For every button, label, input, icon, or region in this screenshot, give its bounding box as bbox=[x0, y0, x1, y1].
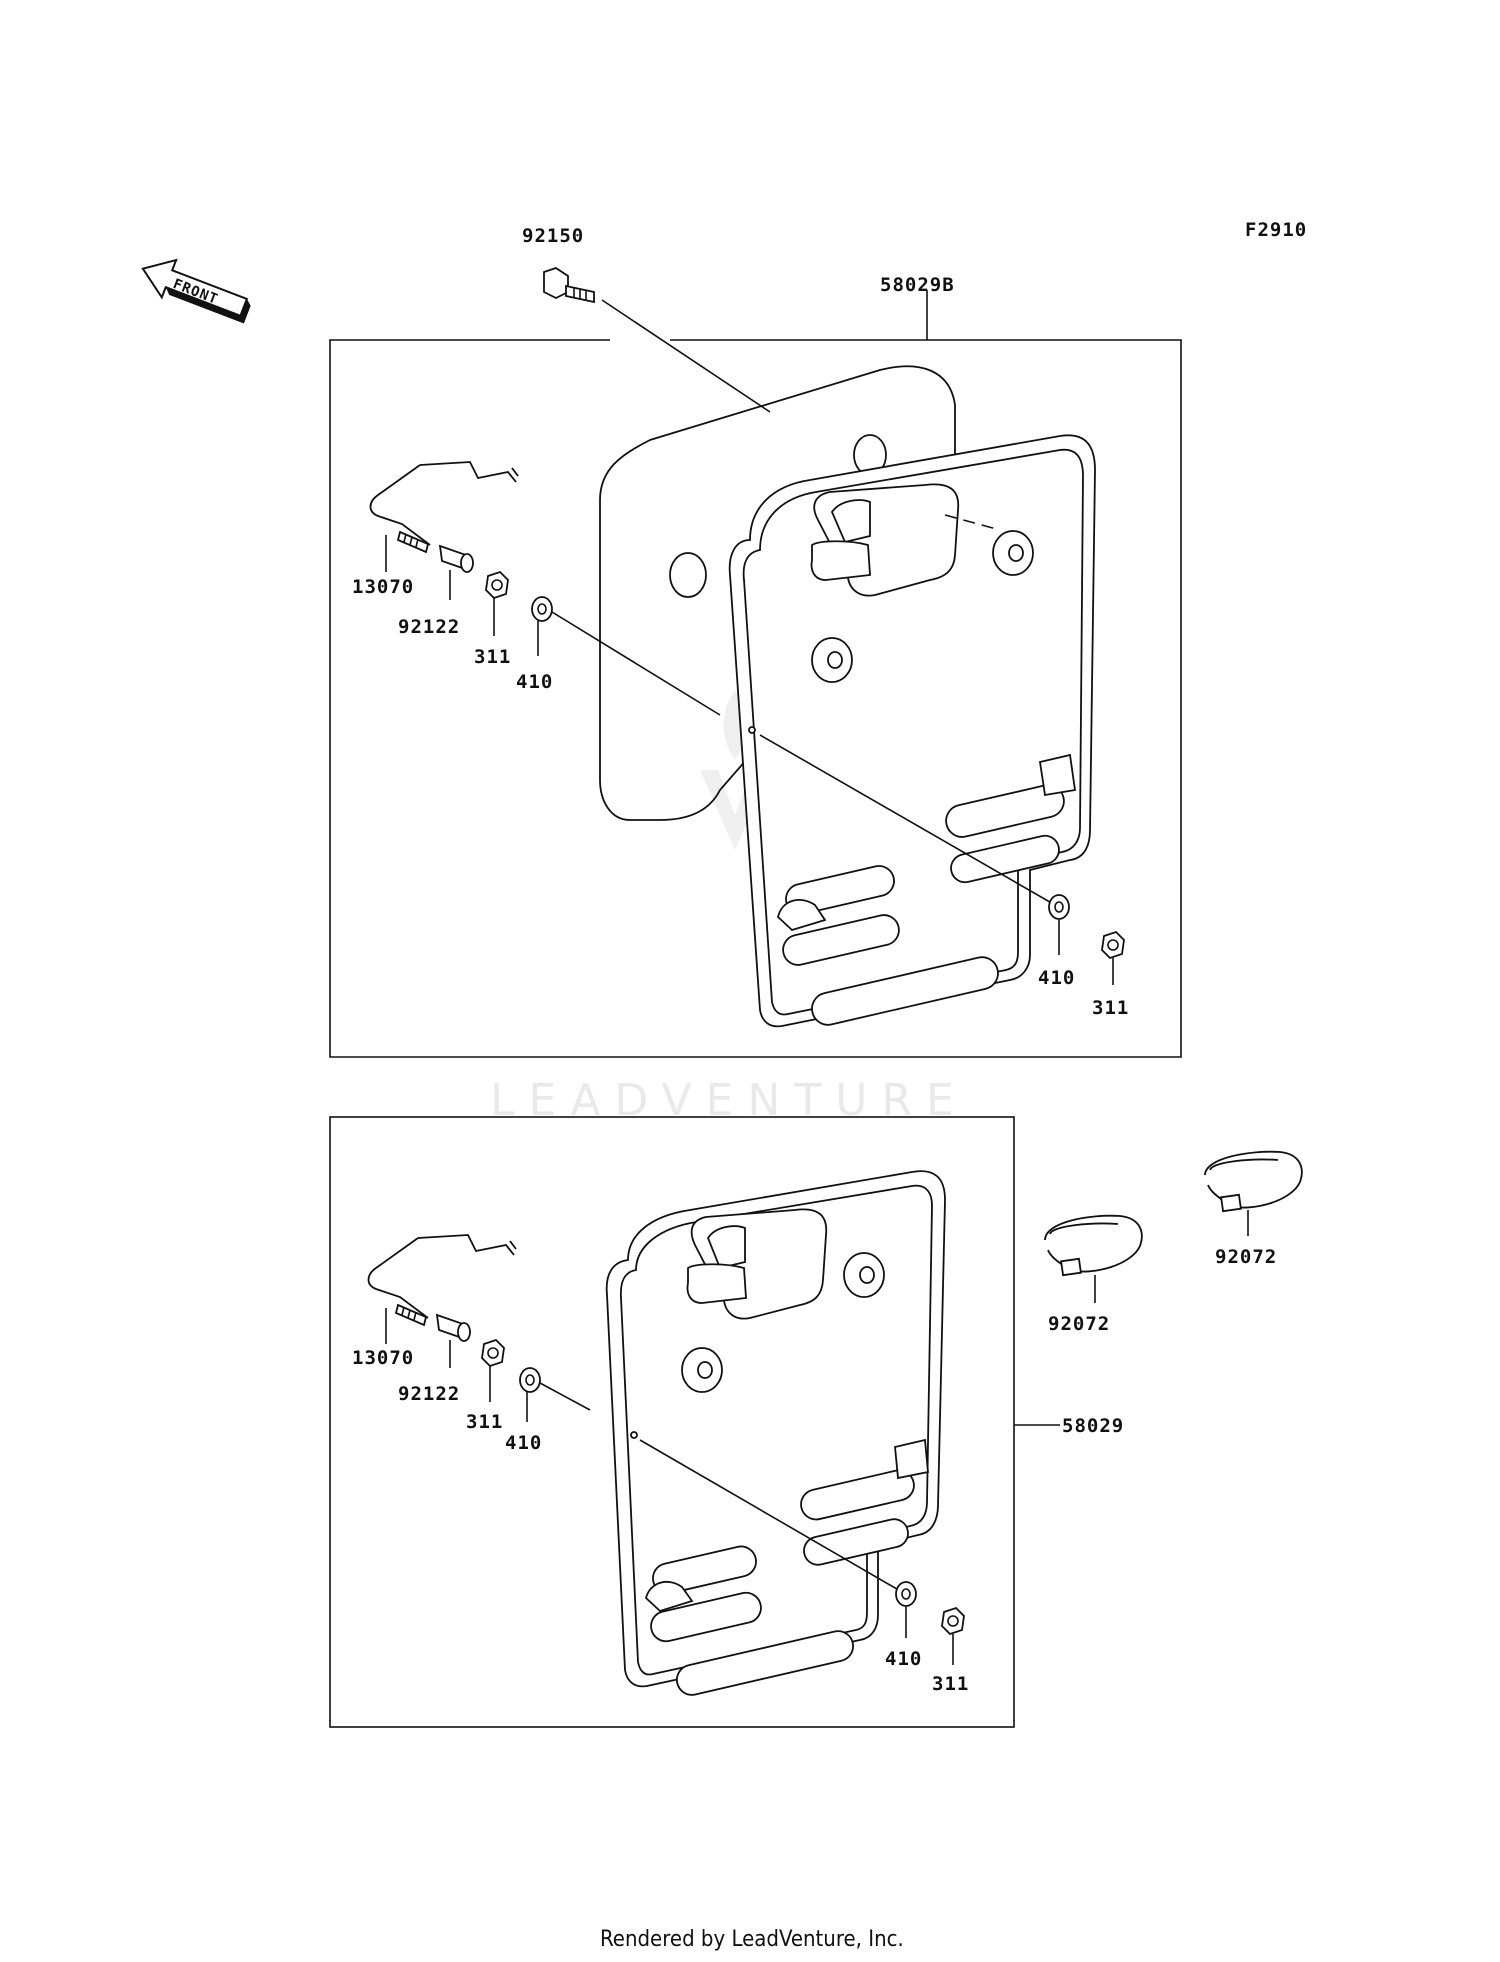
washer-right-410-label: 410 bbox=[1038, 967, 1075, 989]
watermark-text: LEADVENTURE bbox=[490, 1075, 968, 1126]
rod-icon bbox=[367, 1234, 517, 1327]
assembly-bottom: 58029 bbox=[329, 1116, 1124, 1728]
nut-icon bbox=[485, 570, 509, 600]
clamp-92072-a-label: 92072 bbox=[1215, 1246, 1277, 1268]
washer-icon bbox=[895, 1581, 917, 1607]
nut-icon bbox=[481, 1338, 505, 1368]
kit-58029-label: 58029 bbox=[1062, 1415, 1124, 1437]
collar-icon bbox=[438, 544, 474, 573]
washer-right-410-label: 410 bbox=[885, 1648, 922, 1670]
collar-92122-label: 92122 bbox=[398, 616, 460, 638]
nut-icon bbox=[1101, 930, 1125, 960]
rod-13070-label: 13070 bbox=[352, 1347, 414, 1369]
rod-13070-label: 13070 bbox=[352, 576, 414, 598]
kit-58029B-label: 58029B bbox=[880, 274, 955, 296]
nut-right-311-label: 311 bbox=[932, 1673, 969, 1695]
washer-left-410-label: 410 bbox=[516, 671, 553, 693]
nut-left-311-label: 311 bbox=[474, 646, 511, 668]
bolt-icon bbox=[543, 267, 595, 304]
nut-icon bbox=[941, 1606, 965, 1636]
front-arrow-icon: FRONT bbox=[141, 258, 251, 324]
nut-left-311-label: 311 bbox=[466, 1411, 503, 1433]
bolt-92150-label: 92150 bbox=[522, 225, 584, 247]
assembly-top-frame bbox=[329, 339, 1182, 1058]
figure-code: F2910 bbox=[1245, 219, 1307, 241]
mud-flap-plate-top bbox=[728, 434, 1096, 1028]
rod-icon bbox=[369, 461, 519, 554]
footer-credit: Rendered by LeadVenture, Inc. bbox=[600, 1927, 904, 1952]
mud-flap-plate-bottom bbox=[605, 1170, 946, 1696]
assembly-top: 58029B 92150 bbox=[329, 225, 1182, 1058]
nut-right-311-label: 311 bbox=[1092, 997, 1129, 1019]
clamp-a: 92072 bbox=[1204, 1150, 1303, 1268]
collar-92122-label: 92122 bbox=[398, 1383, 460, 1405]
rear-guard-plate bbox=[599, 365, 956, 821]
assembly-bottom-frame bbox=[329, 1116, 1015, 1728]
washer-icon bbox=[519, 1367, 541, 1393]
collar-icon bbox=[435, 1313, 471, 1342]
clamp-b: 92072 bbox=[1044, 1214, 1143, 1335]
washer-icon bbox=[531, 596, 553, 622]
clamp-92072-b-label: 92072 bbox=[1048, 1313, 1110, 1335]
washer-left-410-label: 410 bbox=[505, 1432, 542, 1454]
washer-icon bbox=[1048, 894, 1070, 920]
